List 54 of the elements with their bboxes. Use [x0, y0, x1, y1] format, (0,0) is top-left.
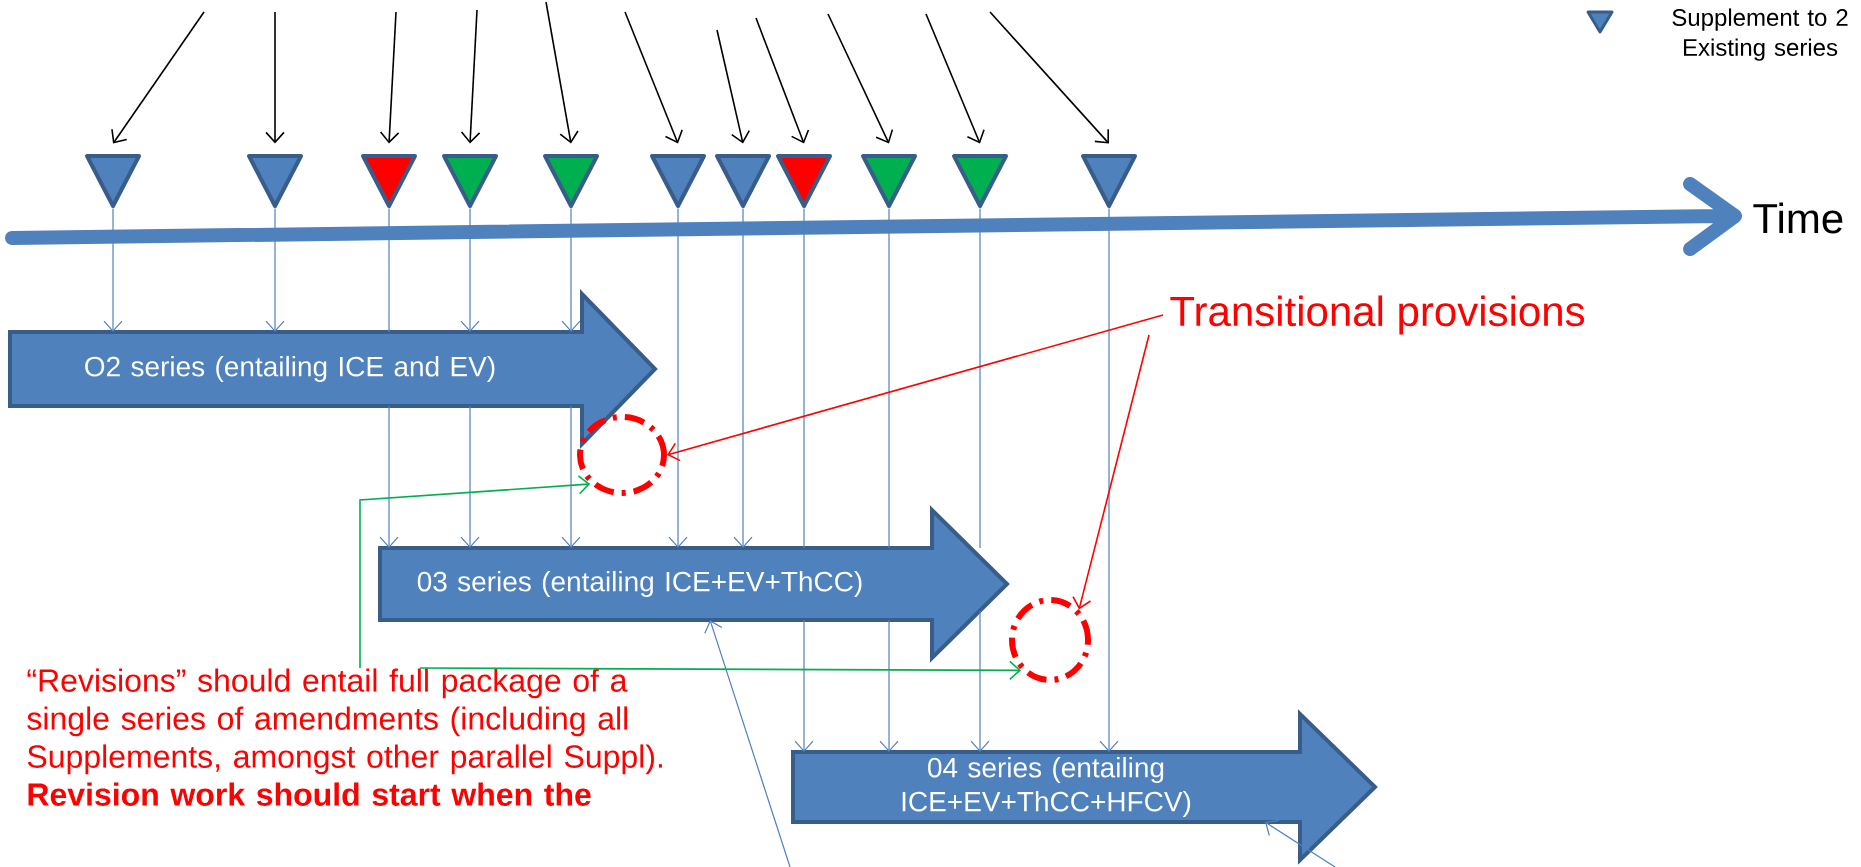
dashed-ellipse: [577, 414, 667, 496]
arrow: [989, 11, 1109, 144]
triangle-marker: [361, 154, 417, 208]
arrow: [460, 207, 480, 332]
connector-line: [388, 207, 390, 333]
connector-line: [888, 207, 890, 549]
arrow: [379, 405, 399, 548]
arrow: [925, 13, 985, 144]
triangle-marker: [776, 154, 832, 208]
arrow: [460, 405, 480, 548]
triangle-marker: [543, 154, 599, 208]
arrow: [970, 610, 990, 752]
triangle-marker: [650, 154, 706, 208]
arrow: [667, 314, 1164, 462]
arrow: [1072, 334, 1150, 610]
triangle-marker: [442, 154, 498, 208]
arrow: [359, 475, 591, 669]
triangle-marker: [1081, 154, 1137, 208]
triangle-marker: [715, 154, 771, 208]
series-banner: O2 series (entailing ICE and EV): [8, 289, 658, 449]
note-text: “Revisions” should entail full package of a single series of amendments (including all Supplements, amongst other parallel Suppl). Revision work should start when the: [27, 668, 662, 806]
axis-label: Time: [1753, 202, 1843, 234]
arrow: [460, 9, 481, 144]
arrow: [1099, 207, 1119, 752]
legend-text: Supplement to 2 Existing series: [1672, 8, 1848, 61]
arrow: [755, 17, 810, 144]
arrow: [111, 11, 205, 144]
triangle-marker: [952, 154, 1008, 208]
arrow: [103, 207, 123, 332]
dashed-ellipse: [1009, 597, 1091, 683]
connector-line: [979, 207, 981, 549]
arrow: [561, 405, 581, 548]
arrow: [716, 29, 751, 144]
arrow: [379, 11, 400, 144]
arrow: [794, 619, 814, 752]
annotation-text: Transitional provisions: [1170, 295, 1585, 335]
arrow: [668, 207, 688, 548]
arrow: [733, 207, 753, 548]
connector-line: [803, 207, 805, 549]
arrow: [624, 11, 683, 144]
triangle-marker: [861, 154, 917, 208]
arrow: [704, 620, 791, 867]
arrow: [265, 207, 285, 332]
arrow: [827, 13, 894, 144]
arrow: [265, 11, 285, 144]
series-banner: 03 series (entailing ICE+EV+ThCC): [378, 505, 1010, 663]
triangle-marker: [247, 154, 303, 208]
arrow: [1265, 819, 1336, 867]
arrow: [879, 619, 899, 752]
triangle-marker: [85, 154, 141, 208]
arrow: [419, 660, 1022, 681]
series-banner: 04 series (entailing ICE+EV+ThCC+HFCV): [791, 709, 1378, 865]
arrow: [561, 207, 581, 332]
arrow: [545, 1, 579, 144]
